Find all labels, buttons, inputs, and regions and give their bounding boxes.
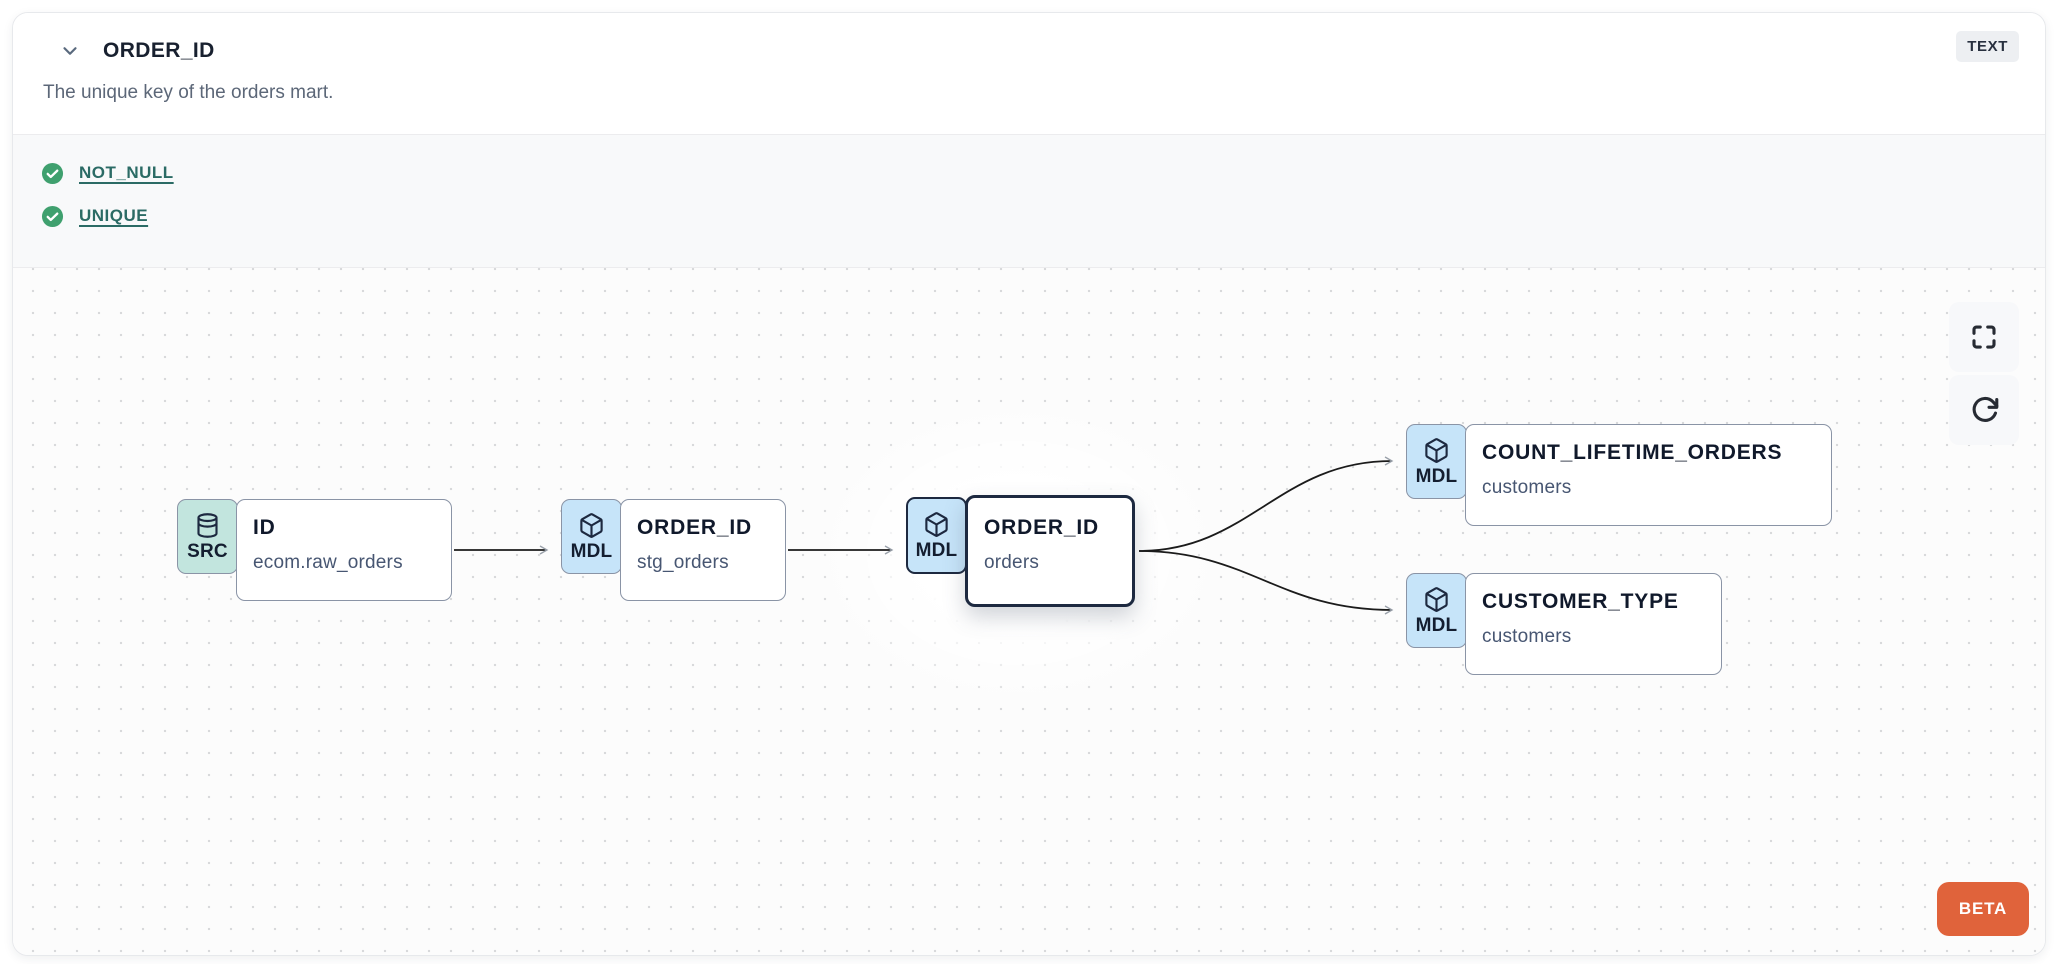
cube-icon [578, 512, 605, 539]
node-subtitle: stg_orders [637, 552, 729, 573]
header: ORDER_ID TEXT The unique key of the orde… [13, 13, 2045, 134]
node-body: COUNT_LIFETIME_ORDERS customers [1465, 424, 1832, 526]
node-subtitle: orders [984, 552, 1040, 573]
node-body: ORDER_ID stg_orders [620, 499, 786, 601]
column-details-card: ORDER_ID TEXT The unique key of the orde… [12, 12, 2046, 956]
page-title: ORDER_ID [103, 39, 215, 62]
chevron-down-icon [59, 40, 81, 62]
node-badge-label: MDL [570, 541, 613, 562]
check-circle-icon [41, 162, 64, 185]
node-type-badge: MDL [1406, 424, 1467, 499]
node-body: ORDER_ID orders [965, 495, 1135, 607]
node-badge-label: SRC [187, 541, 228, 562]
node-type-badge: MDL [906, 497, 967, 574]
node-title: CUSTOMER_TYPE [1482, 590, 1679, 613]
node-subtitle: customers [1482, 626, 1572, 647]
node-subtitle: ecom.raw_orders [253, 552, 403, 573]
beta-button[interactable]: BETA [1937, 882, 2029, 936]
node-title: ORDER_ID [984, 516, 1099, 539]
cube-icon [1423, 437, 1450, 464]
node-title: COUNT_LIFETIME_ORDERS [1482, 441, 1783, 464]
lineage-canvas[interactable]: SRC ID ecom.raw_orders MDL ORDER_ID stg [13, 268, 2045, 955]
test-link-not-null[interactable]: NOT_NULL [79, 163, 174, 182]
lineage-node-customer-type[interactable]: MDL CUSTOMER_TYPE customers [1406, 573, 1722, 675]
test-row: UNIQUE [41, 203, 2017, 229]
header-row: ORDER_ID [41, 37, 2019, 65]
test-link-unique[interactable]: UNIQUE [79, 206, 149, 225]
node-body: ID ecom.raw_orders [236, 499, 452, 601]
cube-icon [1423, 586, 1450, 613]
fullscreen-icon [1969, 322, 1999, 352]
node-badge-label: MDL [915, 540, 958, 561]
refresh-button[interactable] [1949, 375, 2019, 445]
fullscreen-button[interactable] [1949, 302, 2019, 372]
node-title: ORDER_ID [637, 516, 752, 539]
node-badge-label: MDL [1415, 466, 1458, 487]
node-body: CUSTOMER_TYPE customers [1465, 573, 1722, 675]
node-badge-label: MDL [1415, 615, 1458, 636]
node-title: ID [253, 516, 276, 539]
tests-section: NOT_NULL UNIQUE [13, 134, 2045, 268]
collapse-button[interactable] [57, 38, 83, 64]
node-type-badge: MDL [1406, 573, 1467, 648]
canvas-controls [1949, 302, 2019, 445]
column-type-badge: TEXT [1956, 31, 2019, 62]
test-row: NOT_NULL [41, 160, 2017, 186]
lineage-node-count-lifetime-orders[interactable]: MDL COUNT_LIFETIME_ORDERS customers [1406, 424, 1832, 526]
check-circle-icon [41, 205, 64, 228]
database-icon [194, 512, 221, 539]
node-type-badge: SRC [177, 499, 238, 574]
column-description: The unique key of the orders mart. [43, 82, 334, 103]
refresh-icon [1969, 395, 2000, 426]
node-subtitle: customers [1482, 477, 1572, 498]
lineage-node-stg-orders[interactable]: MDL ORDER_ID stg_orders [561, 499, 786, 601]
node-type-badge: MDL [561, 499, 622, 574]
cube-icon [923, 511, 950, 538]
lineage-node-orders-selected[interactable]: MDL ORDER_ID orders [906, 495, 1135, 607]
lineage-node-source-id[interactable]: SRC ID ecom.raw_orders [177, 499, 452, 601]
